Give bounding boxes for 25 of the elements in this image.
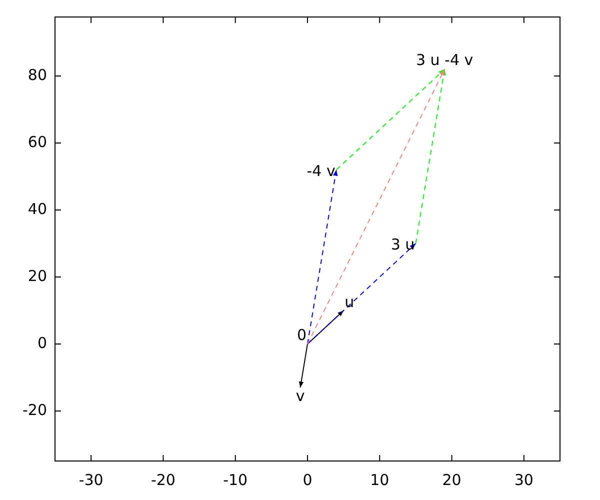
- axis-tick-label: 20: [28, 269, 47, 284]
- vector-arrow: [298, 344, 308, 388]
- axis-tick-label: 80: [28, 68, 47, 83]
- axis-tick-label: 0: [37, 336, 47, 351]
- vector-arrow: [307, 243, 416, 344]
- point-label: -4 v: [306, 163, 336, 180]
- axis-tick-label: 40: [28, 202, 47, 217]
- axis-tick-label: 30: [514, 473, 534, 488]
- axis-tick-label: 20: [442, 473, 462, 488]
- point-label: u: [344, 294, 356, 310]
- vector-arrow: [307, 68, 446, 344]
- axis-tick-label: 0: [302, 473, 312, 488]
- point-label: v: [294, 388, 306, 405]
- axis-tick-label: -20: [150, 473, 176, 488]
- vector-arrow: [336, 68, 446, 170]
- point-label: 3 u: [390, 236, 416, 253]
- axis-tick-label: 60: [28, 135, 47, 150]
- axis-tick-label: 10: [370, 473, 390, 488]
- vector-arrow: [415, 68, 446, 244]
- vector-arrow: [307, 169, 338, 344]
- axis-tick-label: -30: [78, 473, 104, 488]
- axis-tick-label: -20: [22, 403, 47, 418]
- point-label: 0: [296, 327, 308, 344]
- axis-tick-label: -10: [223, 473, 248, 488]
- point-label: 3 u -4 v: [414, 52, 474, 70]
